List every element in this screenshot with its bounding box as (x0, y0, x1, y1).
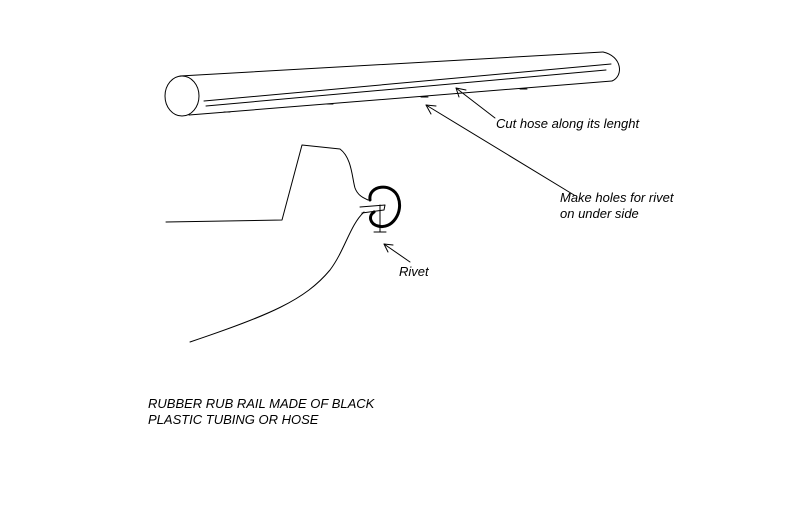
hull-deck-line (165, 144, 369, 223)
hose-tube (164, 51, 620, 117)
rub-rail-section (359, 185, 401, 233)
label-make-holes-line1: Make holes for rivet (560, 190, 674, 205)
caption-line2: PLASTIC TUBING OR HOSE (148, 412, 319, 427)
label-rivet: Rivet (399, 264, 429, 279)
leader-arrows (383, 87, 575, 263)
hose-bottom-edge (188, 80, 613, 116)
hull-flange (359, 204, 386, 214)
arrow-rivet (383, 243, 411, 263)
caption-line1: RUBBER RUB RAIL MADE OF BLACK (148, 396, 375, 411)
label-cut-hose: Cut hose along its lenght (496, 116, 640, 131)
rub-rail-cross-section (368, 185, 401, 229)
hull-profile (165, 144, 369, 343)
hose-cut-line-inner (205, 69, 607, 107)
label-make-holes-line2: on under side (560, 206, 639, 221)
hose-cut-line (203, 63, 612, 102)
hose-end-left (164, 75, 200, 117)
hose-top-edge (179, 51, 604, 77)
arrow-holes (425, 104, 575, 196)
hose-end-right (602, 51, 620, 82)
diagram-caption: RUBBER RUB RAIL MADE OF BLACK PLASTIC TU… (148, 396, 374, 428)
hull-side-line (189, 211, 365, 343)
label-make-holes: Make holes for rivet on under side (560, 190, 673, 222)
arrow-cut-hose (455, 87, 496, 119)
